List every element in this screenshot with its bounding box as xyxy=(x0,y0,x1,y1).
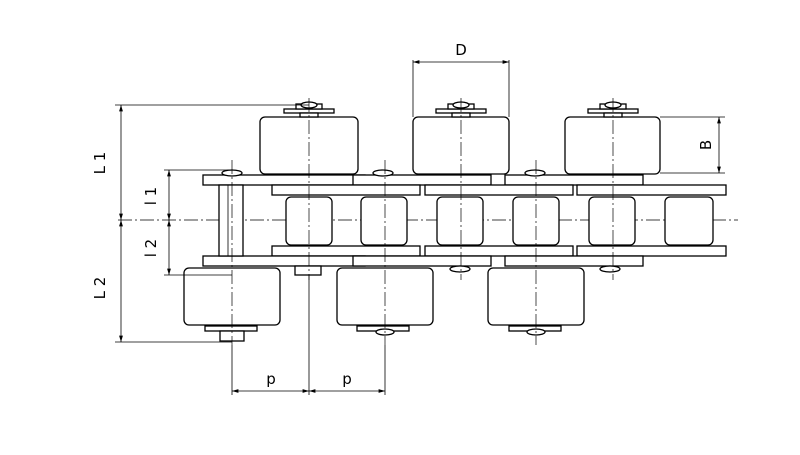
lower-plates xyxy=(202,245,727,267)
dimension-p-label-1: p xyxy=(266,370,276,388)
dimension-p-label-2: p xyxy=(342,370,352,388)
dimension-l1-small-label: l 1 xyxy=(142,187,160,205)
dimension-l1-label: L 1 xyxy=(91,152,109,175)
dimension-pitch: p p xyxy=(231,275,386,395)
extended-pin xyxy=(218,169,322,276)
dimension-b: B xyxy=(660,116,725,174)
dimension-d-label: D xyxy=(455,41,467,59)
dimension-l1-small: l 1 xyxy=(142,169,232,220)
vertical-centerlines xyxy=(231,98,614,345)
dimension-l2-small-label: l 2 xyxy=(142,239,160,257)
dimension-l1: L 1 xyxy=(91,104,309,220)
dimension-l2-small: l 2 xyxy=(142,220,232,276)
pin-heads-bottom xyxy=(449,265,621,273)
top-attachment-rollers xyxy=(259,101,661,175)
dimension-l2-label: L 2 xyxy=(91,277,109,300)
pin-heads-top xyxy=(372,169,546,177)
chain-rollers xyxy=(285,196,714,246)
upper-plates xyxy=(202,174,727,196)
dimension-d: D xyxy=(412,41,510,117)
dimension-b-label: B xyxy=(697,140,715,150)
bottom-attachment-rollers xyxy=(183,267,585,342)
dimension-l2: L 2 xyxy=(91,220,232,343)
